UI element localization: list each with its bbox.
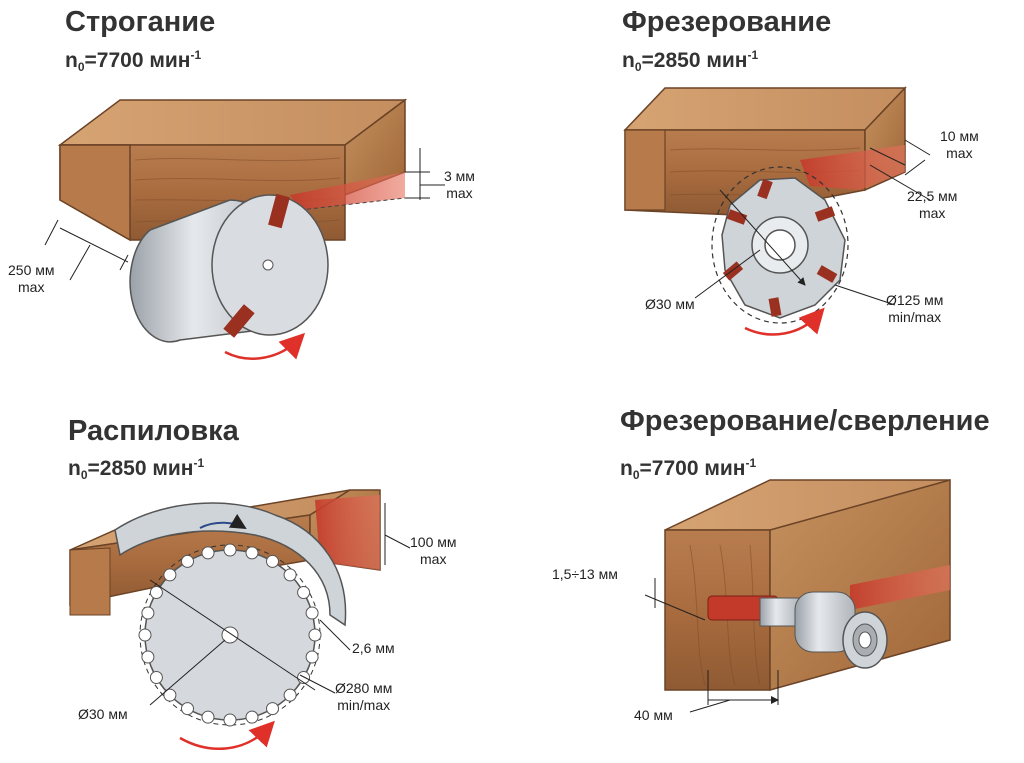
saw-tooth-gullet [223, 543, 237, 557]
saw-tooth-gullet [305, 650, 319, 664]
saw-tooth-gullet [283, 688, 297, 702]
saw-tooth-gullet [245, 710, 259, 724]
milling-bore-dim: Ø30 мм [645, 296, 695, 312]
saw-tooth-gullet [201, 710, 215, 724]
cut-zone [315, 495, 380, 570]
planing-illustration [44, 98, 445, 360]
saw-tooth-gullet [163, 568, 177, 582]
saw-tooth-gullet [308, 628, 322, 642]
saw-tooth-gullet [305, 606, 319, 620]
saw-tooth-gullet [266, 554, 279, 568]
cut-zone [290, 172, 405, 210]
saw-tooth-gullet [245, 546, 259, 560]
saw-tooth-gullet [181, 554, 194, 568]
rotation-arrow [179, 720, 275, 750]
drilling-depth-dim: 40 мм [634, 707, 673, 723]
sawing-illustration [69, 489, 411, 750]
saw-guard [114, 502, 347, 627]
milling-speed: n0=2850 мин-1 [622, 48, 759, 74]
sawing-title: Распиловка [68, 415, 239, 447]
saw-tooth-gullet [149, 586, 163, 599]
drilling-illustration [644, 479, 951, 713]
saw-tooth-gullet [266, 702, 279, 716]
rotation-arrow [744, 307, 825, 336]
cut-zone [800, 145, 905, 190]
saw-tooth-gullet [181, 702, 194, 716]
saw-tooth-gullet [297, 586, 311, 599]
planing-title: Строгание [65, 6, 216, 38]
saw-tooth-gullet [138, 628, 152, 642]
sawing-speed: n0=2850 мин-1 [68, 456, 205, 482]
saw-tooth-gullet [141, 650, 155, 664]
drilling-dia-dim: 1,5÷13 мм [552, 566, 618, 582]
sawing-bore-dim: Ø30 мм [78, 706, 128, 722]
drilling-speed: n0=7700 мин-1 [620, 456, 757, 482]
saw-tooth-gullet [283, 568, 297, 582]
sawing-kerf-dim: 2,6 мм [352, 640, 395, 656]
saw-tooth-gullet [201, 546, 215, 560]
saw-tooth-gullet [223, 713, 237, 727]
milling-illustration [623, 86, 931, 336]
saw-tooth-gullet [149, 671, 163, 684]
saw-tooth-gullet [141, 606, 155, 620]
board-top-face [623, 87, 907, 131]
milling-title: Фрезерование [622, 6, 832, 38]
saw-tooth-gullet [163, 688, 177, 702]
cut-zone [850, 565, 950, 610]
rotation-arrow [224, 332, 306, 360]
drilling-title: Фрезерование/сверление [620, 405, 990, 437]
saw-tooth-gullet [297, 671, 311, 684]
planing-speed: n0=7700 мин-1 [65, 48, 202, 74]
